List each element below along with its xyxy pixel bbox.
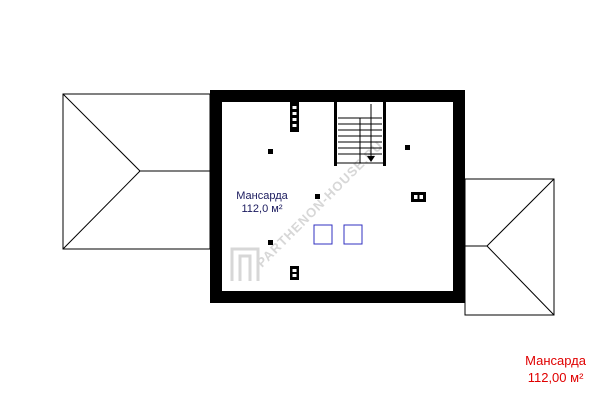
room-name: Мансарда — [236, 190, 288, 202]
roof-window — [343, 224, 363, 245]
staircase — [334, 102, 386, 166]
caption-floor-area: 112,00 м² — [527, 370, 584, 385]
room-area: 112,0 м² — [242, 203, 283, 215]
vent-bottom — [290, 266, 299, 280]
vent-right — [411, 192, 426, 202]
roof-windows — [313, 224, 363, 245]
floor-caption: Мансарда 112,00 м² — [525, 352, 586, 386]
watermark-logo-icon — [230, 247, 260, 281]
caption-floor-name: Мансарда — [525, 353, 586, 368]
right-roof-wing — [464, 178, 555, 316]
left-roof-wing — [62, 93, 211, 250]
roof-window — [313, 224, 333, 245]
chimney-vent — [290, 102, 299, 132]
posts — [268, 145, 410, 245]
stair-direction-arrow-icon — [367, 156, 375, 162]
